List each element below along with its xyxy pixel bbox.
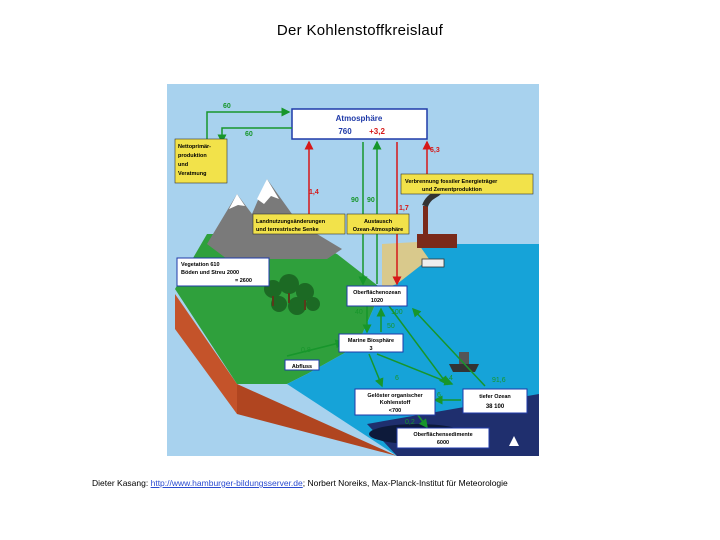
svg-text:Marine Biosphäre: Marine Biosphäre [348,338,394,344]
label-exchange: Austausch Ozean-Atmosphäre [347,214,409,234]
carbon-cycle-diagram: Atmosphäre 760 +3,2 60 60 6,3 1,4 90 90 … [167,84,539,456]
svg-text:Veratmung: Veratmung [178,171,206,177]
flux-label-91-6: 91,6 [492,377,506,384]
svg-text:Ozean-Atmosphäre: Ozean-Atmosphäre [353,227,403,233]
svg-text:und: und [178,162,188,168]
publisher-logo-icon [507,434,521,448]
flux-label-60-top: 60 [223,103,231,110]
svg-text:Austausch: Austausch [364,219,393,225]
svg-text:38 100: 38 100 [486,404,505,410]
label-npp: Nettoprimär- produktion und Veratmung [175,139,227,183]
truck-icon [422,259,444,267]
svg-text:Kohlenstoff: Kohlenstoff [380,400,411,406]
flux-label-50: 50 [387,323,395,330]
svg-text:1020: 1020 [371,298,383,304]
svg-text:Vegetation 610: Vegetation 610 [181,262,220,268]
label-sediments: Oberflächensedimente 6000 [397,428,489,448]
svg-text:= 2600: = 2600 [235,278,252,284]
credit-link[interactable]: http://www.hamburger-bildungsserver.de [151,478,303,488]
flux-label-6b: 6 [437,392,441,399]
flux-label-40: 40 [355,309,363,316]
credit-author: Dieter Kasang: [92,478,148,488]
label-land-use: Landnutzungsänderungen und terrestrische… [253,214,345,234]
ship-icon [449,364,479,372]
factory-chimney [423,206,428,234]
svg-text:Oberflächensedimente: Oberflächensedimente [413,432,472,438]
svg-text:Abfluss: Abfluss [292,364,312,370]
svg-text:<700: <700 [389,408,401,414]
ship-cabin [459,352,469,364]
label-marine-bio: Marine Biosphäre 3 [339,334,403,352]
flux-label-60-mid: 60 [245,131,253,138]
flux-label-6: 6 [395,375,399,382]
flux-label-6-3: 6,3 [430,147,440,154]
svg-text:Nettoprimär-: Nettoprimär- [178,144,211,150]
flux-label-90a: 90 [351,197,359,204]
flux-label-4: 4 [449,375,453,382]
svg-text:und terrestrische Senke: und terrestrische Senke [256,227,319,233]
flux-label-1-7: 1,7 [399,205,409,212]
credit-rest: ; Norbert Noreiks, Max-Planck-Institut f… [303,478,508,488]
flux-label-1-4: 1,4 [309,189,319,196]
credit-line: Dieter Kasang: http://www.hamburger-bild… [92,478,508,488]
svg-text:Landnutzungsänderungen: Landnutzungsänderungen [256,219,326,225]
flux-label-100: 100 [391,309,403,316]
svg-text:und Zementproduktion: und Zementproduktion [422,187,483,193]
label-surface-ocean: Oberflächenozean 1020 [347,286,407,306]
svg-text:produktion: produktion [178,153,207,159]
svg-text:6000: 6000 [437,440,449,446]
atmosphere-value: 760 [338,127,352,136]
svg-text:tiefer Ozean: tiefer Ozean [479,394,511,400]
label-vegetation: Vegetation 610 Böden und Streu 2000 = 26… [177,258,269,286]
page-title: Der Kohlenstoffkreislauf [0,22,720,39]
flux-label-0-2: 0,2 [405,419,415,426]
factory [417,234,457,248]
label-deep-ocean: tiefer Ozean 38 100 [463,389,527,413]
atmosphere-label: Atmosphäre [336,114,383,123]
svg-text:Oberflächenozean: Oberflächenozean [353,290,401,296]
svg-text:Verbrennung fossiler Energietr: Verbrennung fossiler Energieträger [405,179,498,185]
label-runoff: Abfluss [285,360,319,370]
flux-label-0-8: 0,8 [301,347,311,354]
label-fossil: Verbrennung fossiler Energieträger und Z… [401,174,533,194]
flux-label-90b: 90 [367,197,375,204]
svg-text:3: 3 [369,346,372,352]
atmosphere-change: +3,2 [369,127,385,136]
svg-text:Böden und Streu 2000: Böden und Streu 2000 [181,270,239,276]
label-dissolved-organic: Gelöster organischer Kohlenstoff <700 [355,389,435,415]
svg-text:Gelöster organischer: Gelöster organischer [367,393,423,399]
